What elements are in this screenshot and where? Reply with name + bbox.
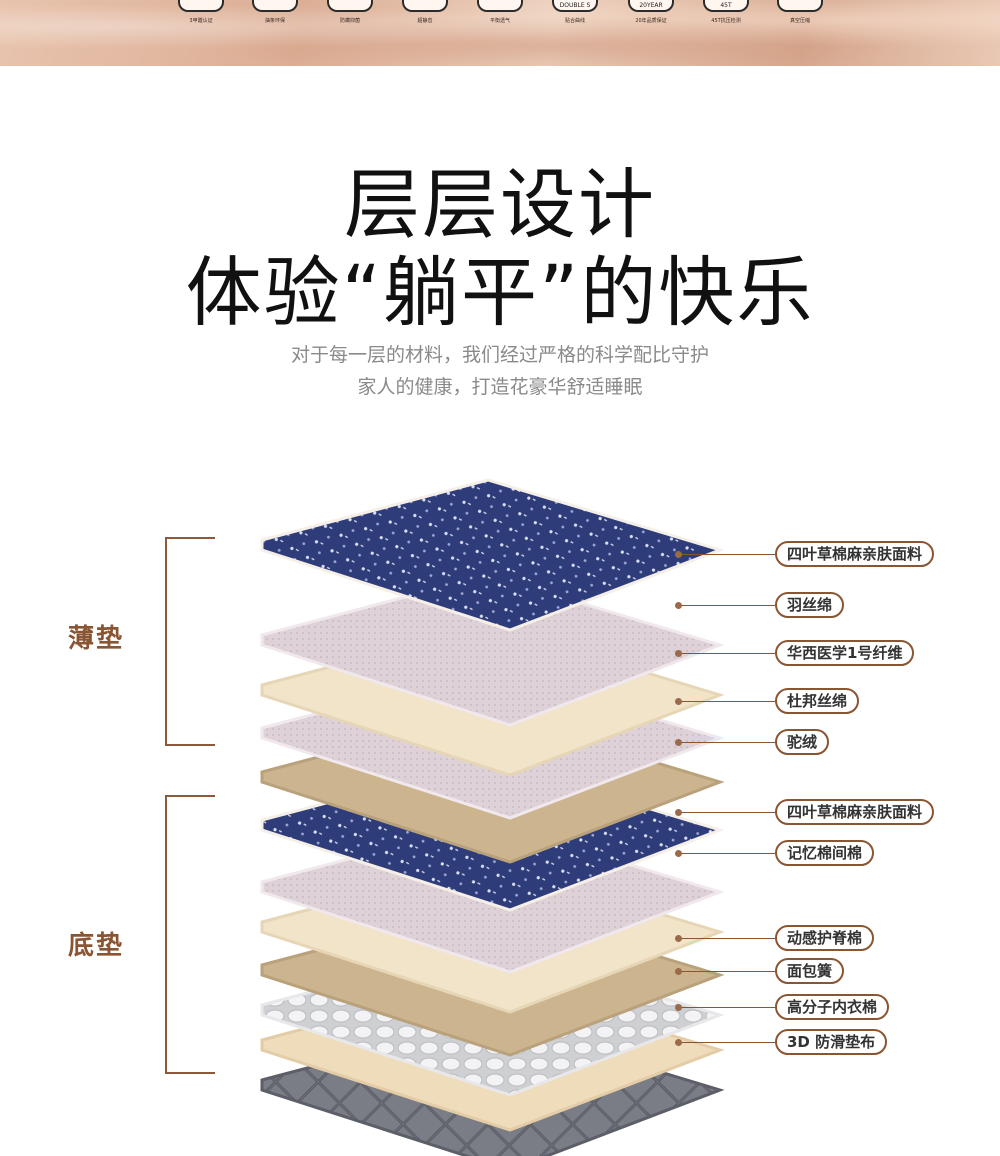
bottom-pad-bracket bbox=[165, 795, 215, 1074]
leader-line bbox=[678, 653, 775, 654]
feature-badge-icon: DOUBLE S bbox=[552, 0, 598, 12]
feature-badge-icon bbox=[477, 0, 523, 12]
feature-badge-caption: 20年品质保证 bbox=[635, 18, 667, 24]
leader-dot bbox=[675, 602, 682, 609]
layer-tag: 华西医学1号纤维 bbox=[775, 640, 915, 666]
layer-tag: 驼绒 bbox=[775, 729, 830, 755]
layer-tag: 四叶草棉麻亲肤面料 bbox=[775, 541, 935, 567]
layer-tag: 四叶草棉麻亲肤面料 bbox=[775, 799, 935, 825]
top-banner: 3甲醛认证 抽条环保 防螨抑菌 超静音 平衡透气 DOUBLE S 贴合曲线 20YEAR 20… bbox=[0, 0, 1000, 66]
feature-badge-icon bbox=[327, 0, 373, 12]
layer-tag: 动感护脊棉 bbox=[775, 925, 875, 951]
layer-tag: 杜邦丝绵 bbox=[775, 688, 860, 714]
leader-line bbox=[678, 554, 775, 555]
subtitle-line2: 家人的健康，打造花豪华舒适睡眠 bbox=[357, 376, 643, 398]
page-title-line2: 体验“躺平”的快乐 bbox=[185, 248, 815, 337]
top-pad-bracket bbox=[165, 537, 215, 746]
leader-dot bbox=[675, 698, 682, 705]
layer-tag: 羽丝绵 bbox=[775, 592, 845, 618]
feature-badge-icon bbox=[252, 0, 298, 12]
leader-line bbox=[678, 971, 775, 972]
feature-badge-icon bbox=[402, 0, 448, 12]
leader-dot bbox=[675, 1004, 682, 1011]
leader-dot bbox=[675, 650, 682, 657]
group-label-bottom: 底垫 bbox=[68, 931, 125, 961]
leader-line bbox=[678, 853, 775, 854]
leader-line bbox=[678, 1042, 775, 1043]
feature-badge-icon bbox=[777, 0, 823, 12]
feature-badge-caption: 平衡透气 bbox=[489, 18, 510, 24]
layer-tag: 面包簧 bbox=[775, 958, 845, 984]
layer-tag: 记忆棉间棉 bbox=[775, 840, 875, 866]
feature-badge-icon: 20YEAR bbox=[628, 0, 674, 12]
leader-line bbox=[678, 938, 775, 939]
feature-badge-caption: 抽条环保 bbox=[264, 18, 285, 24]
layer-clover-fabric-top bbox=[260, 478, 725, 632]
leader-line bbox=[678, 812, 775, 813]
leader-line bbox=[678, 1007, 775, 1008]
group-label-top: 薄垫 bbox=[68, 624, 125, 654]
feature-badge-caption: 45T抗压检测 bbox=[711, 18, 741, 24]
feature-badge-caption: 3甲醛认证 bbox=[189, 18, 213, 24]
leader-dot bbox=[675, 809, 682, 816]
leader-dot bbox=[675, 1039, 682, 1046]
subtitle-line1: 对于每一层的材料，我们经过严格的科学配比守护 bbox=[290, 344, 709, 366]
leader-dot bbox=[675, 968, 682, 975]
feature-badge-caption: 贴合曲线 bbox=[564, 18, 585, 24]
leader-dot bbox=[675, 850, 682, 857]
leader-line bbox=[678, 742, 775, 743]
feature-badge-caption: 防螨抑菌 bbox=[339, 18, 360, 24]
feature-badge-caption: 超静音 bbox=[417, 18, 433, 24]
leader-dot bbox=[675, 935, 682, 942]
leader-line bbox=[678, 605, 775, 606]
leader-dot bbox=[675, 551, 682, 558]
feature-badge-caption: 真空压缩 bbox=[789, 18, 810, 24]
layer-tag: 高分子内衣棉 bbox=[775, 994, 890, 1020]
leader-dot bbox=[675, 739, 682, 746]
feature-badge-icon bbox=[178, 0, 224, 12]
page-title-line1: 层层设计 bbox=[344, 160, 656, 249]
feature-badge-icon: 45T bbox=[703, 0, 749, 12]
layer-tag: 3D 防滑垫布 bbox=[775, 1029, 888, 1055]
leader-line bbox=[678, 701, 775, 702]
